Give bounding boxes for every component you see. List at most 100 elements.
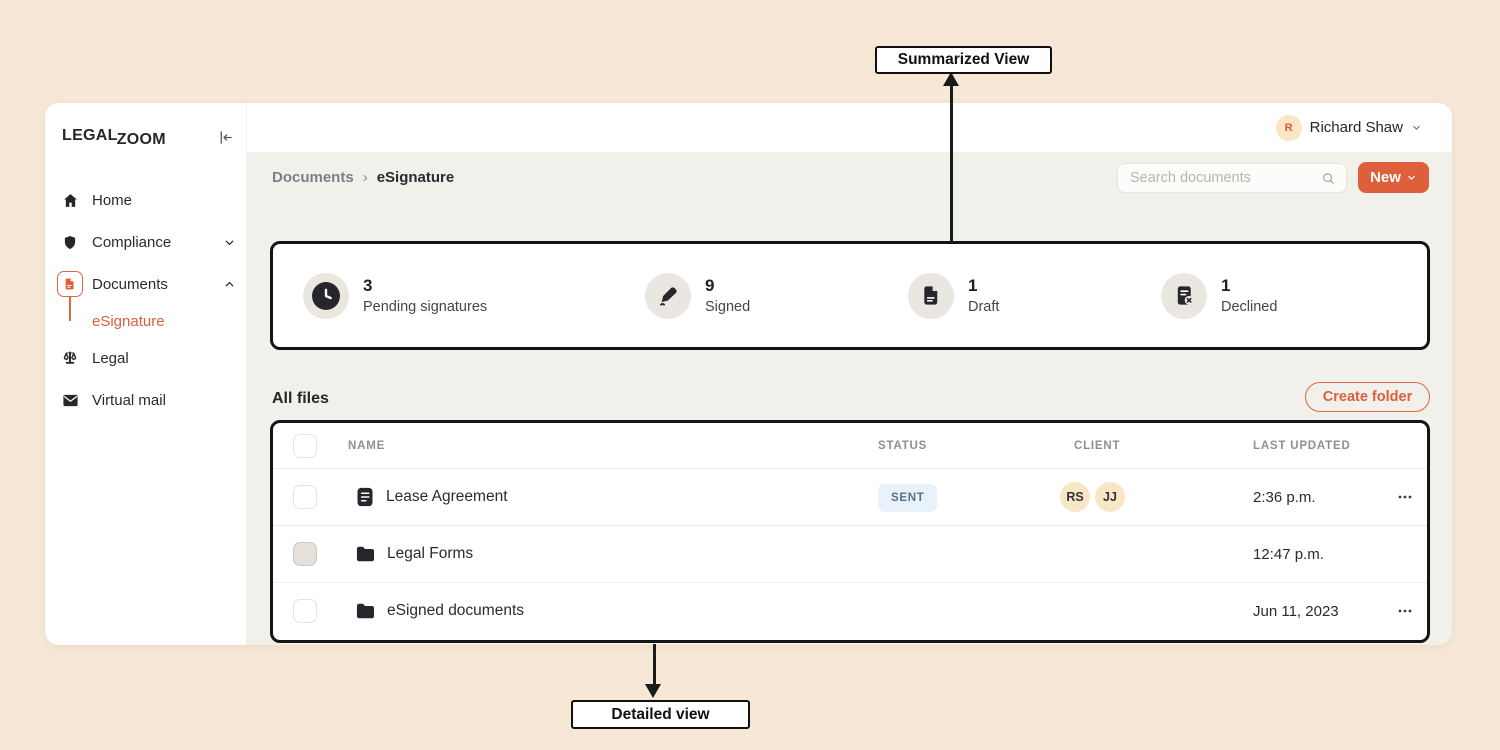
files-table: NAME STATUS CLIENT LAST UPDATED: [270, 420, 1430, 643]
chevron-up-icon: [223, 278, 236, 291]
home-icon: [57, 187, 83, 213]
new-button[interactable]: New: [1358, 162, 1429, 193]
table-row[interactable]: eSigned documents Jun 11, 2023: [273, 582, 1427, 639]
search-input[interactable]: [1117, 163, 1347, 193]
sidebar-item-label: Legal: [92, 349, 129, 367]
mail-icon: [57, 387, 83, 413]
create-folder-button[interactable]: Create folder: [1305, 382, 1430, 412]
user-avatar: R: [1275, 114, 1302, 141]
scale-icon: [57, 345, 83, 371]
sidebar-item-legal[interactable]: Legal: [45, 337, 246, 379]
active-item-connector: [69, 297, 71, 321]
stat-declined: 1 Declined: [1161, 244, 1277, 347]
table-header-row: NAME STATUS CLIENT LAST UPDATED: [273, 423, 1427, 468]
stat-value: 1: [968, 276, 978, 295]
sidebar-item-esignature[interactable]: eSignature: [45, 305, 246, 337]
sidebar-item-compliance[interactable]: Compliance: [45, 221, 246, 263]
summary-stats-panel: 3 Pending signatures 9 Signed: [270, 241, 1430, 350]
breadcrumb-item-documents[interactable]: Documents: [272, 169, 354, 186]
stat-label: Draft: [968, 299, 1000, 315]
arrow-down-line: [653, 644, 656, 686]
annotation-label-text: Detailed view: [611, 705, 710, 723]
pen-icon: [645, 272, 691, 319]
column-header-client: CLIENT: [1074, 439, 1121, 452]
sidebar: LEGALZOOM Home Compliance: [45, 103, 247, 645]
select-all-checkbox[interactable]: [293, 433, 317, 458]
status-badge: SENT: [878, 484, 938, 512]
folder-name: Legal Forms: [387, 545, 474, 562]
search-icon: [1321, 171, 1336, 186]
declined-doc-icon: [1161, 272, 1207, 319]
logo-part-zoom: ZOOM: [116, 131, 166, 148]
column-header-status: STATUS: [878, 439, 928, 452]
search-box: [1117, 163, 1347, 193]
row-checkbox[interactable]: [293, 599, 317, 623]
sidebar-item-label: eSignature: [92, 312, 165, 330]
stat-label: Signed: [705, 299, 751, 315]
annotation-summarized-view-label: Summarized View: [875, 46, 1052, 74]
stat-value: 3: [363, 276, 373, 295]
chevron-down-icon: [223, 236, 236, 249]
table-row[interactable]: Legal Forms 12:47 p.m.: [273, 525, 1427, 582]
user-menu-chevron-icon[interactable]: [1411, 122, 1422, 133]
stat-text: 3 Pending signatures: [363, 276, 487, 315]
breadcrumb: Documents › eSignature: [272, 169, 454, 186]
sidebar-collapse-icon[interactable]: [217, 129, 234, 146]
sidebar-item-documents[interactable]: Documents: [45, 263, 246, 305]
shield-icon: [57, 229, 83, 255]
stat-value: 1: [1221, 276, 1231, 295]
app-window: LEGALZOOM Home Compliance: [45, 103, 1452, 645]
topbar: R Richard Shaw: [247, 103, 1452, 152]
stat-value: 9: [705, 276, 715, 295]
logo-part-legal: LEGAL: [62, 127, 118, 144]
row-checkbox[interactable]: [293, 542, 317, 566]
sidebar-item-label: Compliance: [92, 233, 172, 251]
file-icon: [355, 486, 375, 508]
table-row[interactable]: Lease Agreement SENT RS JJ 2:36 p.m.: [273, 468, 1427, 525]
stat-text: 1 Declined: [1221, 276, 1277, 315]
last-updated: Jun 11, 2023: [1253, 602, 1339, 620]
sidebar-item-label: Home: [92, 191, 133, 209]
user-initial: R: [1284, 121, 1293, 134]
folder-icon: [355, 602, 376, 620]
sidebar-item-virtual-mail[interactable]: Virtual mail: [45, 379, 246, 421]
arrow-up-line: [950, 85, 953, 241]
arrow-down-head: [645, 684, 661, 698]
folder-name: eSigned documents: [387, 602, 525, 619]
stat-text: 1 Draft: [968, 276, 999, 315]
breadcrumb-item-esignature: eSignature: [376, 169, 455, 186]
content-area: Documents › eSignature New: [247, 152, 1452, 645]
last-updated: 2:36 p.m.: [1253, 488, 1316, 506]
user-name: Richard Shaw: [1309, 119, 1403, 136]
more-menu-icon[interactable]: [1392, 603, 1418, 619]
folder-icon: [355, 545, 376, 563]
create-folder-label: Create folder: [1322, 389, 1413, 405]
client-avatar: RS: [1060, 482, 1090, 512]
new-button-label: New: [1370, 169, 1401, 186]
sidebar-item-label: Documents: [92, 275, 168, 293]
column-header-name: NAME: [348, 439, 386, 452]
sidebar-item-home[interactable]: Home: [45, 179, 246, 221]
legalzoom-logo: LEGALZOOM: [62, 127, 166, 148]
breadcrumb-separator-icon: ›: [362, 169, 368, 186]
annotation-detailed-view-label: Detailed view: [571, 700, 750, 729]
stat-text: 9 Signed: [705, 276, 750, 315]
stat-label: Declined: [1221, 299, 1278, 315]
row-checkbox[interactable]: [293, 485, 317, 509]
arrow-up-head: [943, 72, 959, 86]
annotation-label-text: Summarized View: [897, 51, 1030, 68]
stat-pending-signatures: 3 Pending signatures: [303, 244, 487, 347]
stat-draft: 1 Draft: [908, 244, 999, 347]
draft-doc-icon: [908, 272, 954, 319]
client-avatar: JJ: [1095, 482, 1125, 512]
files-section-title: All files: [272, 390, 329, 407]
sidebar-item-label: Virtual mail: [92, 391, 166, 409]
clock-icon: [303, 272, 349, 319]
column-header-last-updated: LAST UPDATED: [1253, 439, 1351, 452]
sidebar-nav: Home Compliance D: [45, 179, 246, 421]
stat-signed: 9 Signed: [645, 244, 750, 347]
more-menu-icon[interactable]: [1392, 489, 1418, 505]
main-area: R Richard Shaw Documents › eSignature Ne…: [247, 103, 1452, 645]
stat-label: Pending signatures: [363, 299, 488, 315]
document-icon: [57, 271, 83, 297]
